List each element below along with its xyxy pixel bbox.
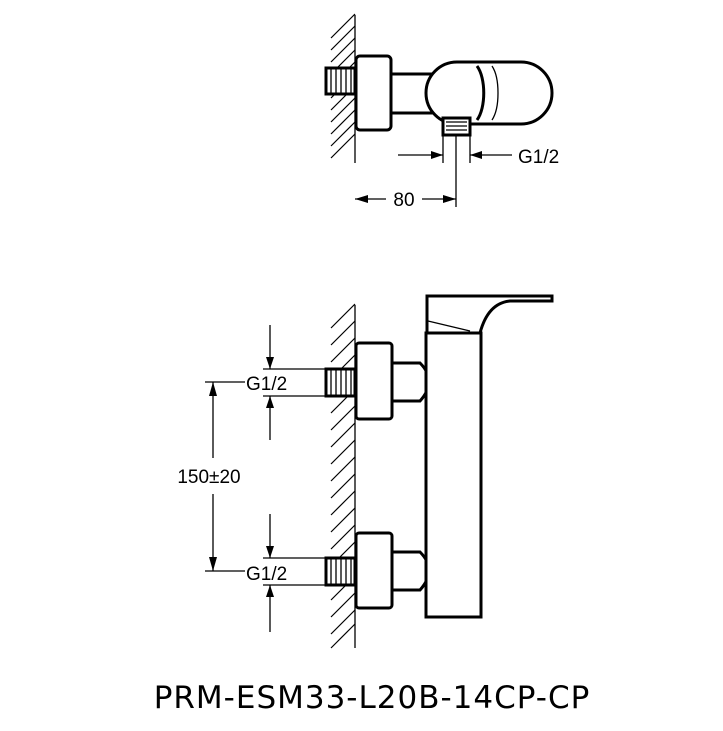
top-mixer-body (424, 60, 554, 126)
lower-inlet-dimension (263, 514, 326, 632)
upper-inlet-label: G1/2 (246, 374, 287, 395)
lower-inlet-label: G1/2 (246, 564, 287, 585)
front-view: G1/2 G1/2 150±20 (177, 294, 554, 649)
top-handle-line-1 (475, 65, 486, 121)
lower-inlet-thread (324, 556, 357, 587)
top-handle-line-2 (491, 65, 499, 121)
top-flange (354, 54, 393, 132)
upper-arm (390, 361, 431, 403)
lower-arm (390, 550, 431, 592)
inlet-spacing-label: 150±20 (177, 467, 240, 488)
front-wall-hatching (330, 303, 356, 649)
model-number: PRM-ESM33-L20B-14CP-CP (154, 680, 591, 716)
top-outlet-thread-label: G1/2 (518, 147, 559, 168)
upper-inlet-dimension (263, 325, 326, 440)
lower-flange (354, 531, 394, 610)
upper-flange (354, 341, 394, 421)
mixer-body (424, 331, 483, 619)
top-outlet-dimension (398, 135, 512, 163)
top-offset-label: 80 (393, 190, 414, 211)
top-view: G1/2 80 (324, 13, 559, 211)
lever-handle-edge (427, 320, 471, 332)
top-outlet-nozzle (441, 116, 472, 137)
inlet-spacing-dimension (205, 381, 245, 572)
upper-inlet-thread (324, 367, 357, 398)
top-inlet-thread (324, 66, 357, 96)
lever-handle (425, 294, 554, 335)
top-offset-dimension (355, 135, 457, 207)
